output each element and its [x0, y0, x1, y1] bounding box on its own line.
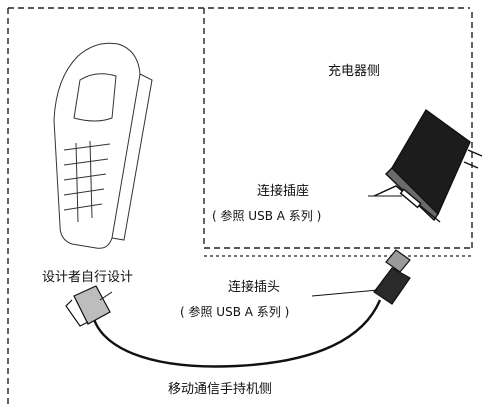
- charger-side-label: 充电器侧: [328, 64, 381, 79]
- usb-plug-metal-head: [385, 249, 411, 273]
- charger-bottom-face: [384, 167, 439, 222]
- plug-reference-label: ( 参照 USB A 系列 ): [180, 305, 290, 319]
- charger-bracket: [373, 185, 441, 223]
- boundary-lines: [7, 7, 473, 408]
- usb-cable-drawing: [65, 249, 411, 368]
- plug-leader-line: [311, 289, 379, 297]
- receptacle-name-label: 连接插座: [257, 184, 310, 199]
- handset-screen: [73, 73, 117, 122]
- charger-front-face: [391, 108, 471, 216]
- designer-leader-line: [99, 291, 113, 301]
- designer-defined-label: 设计者自行设计: [42, 270, 134, 285]
- charger-prong-top: [467, 149, 483, 157]
- handset-keypad: [63, 140, 111, 223]
- leader-lines: [99, 195, 402, 301]
- usb-cable: [90, 299, 382, 368]
- handset-body: [53, 42, 141, 249]
- charger-drawing: [373, 108, 483, 223]
- receptacle-reference-label: ( 参照 USB A 系列 ): [212, 209, 322, 223]
- mobile-handset-drawing: [53, 42, 153, 249]
- plug-name-label: 连接插头: [228, 280, 281, 295]
- designer-connector-tip: [65, 299, 89, 327]
- handset-side-label: 移动通信手持机侧: [168, 382, 273, 397]
- handset-side-edge: [111, 73, 153, 241]
- designer-defined-connector: [73, 285, 111, 325]
- usb-receptacle-slot: [399, 188, 422, 209]
- usb-plug-body: [373, 267, 411, 305]
- charger-prong-bottom: [463, 161, 479, 169]
